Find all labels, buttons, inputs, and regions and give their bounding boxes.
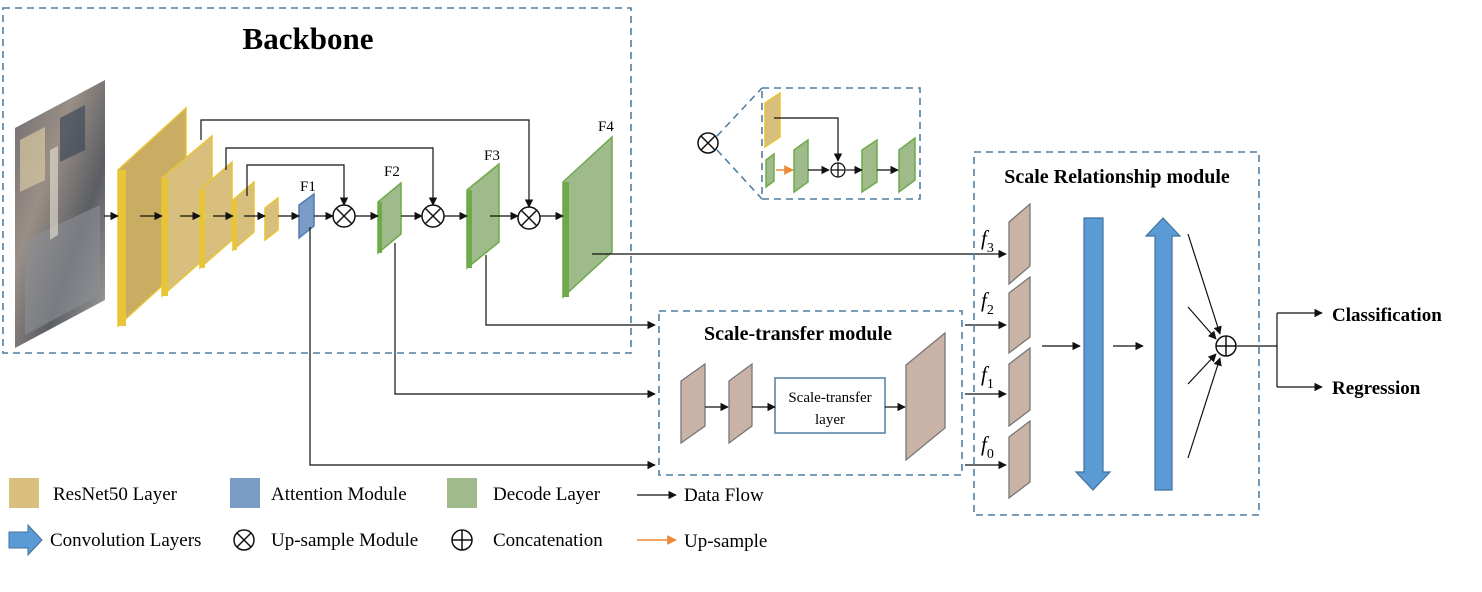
attention-module-f1 [298,192,315,240]
inset-box [761,87,921,200]
regression-output: Regression [1332,378,1421,399]
feature-f0 [1008,419,1031,500]
decode-layer-f4 [562,135,613,299]
legend-concatenation-icon [451,529,473,551]
resnet-layer-5 [264,196,279,242]
scale-transfer-layer-line1: Scale-transfer [788,390,871,406]
concatenation-symbol [1215,335,1237,357]
f1-label: F1 [300,179,316,195]
scale-relationship-title: Scale Relationship module [1004,166,1230,188]
legend-concatenation-label: Concatenation [493,530,603,551]
classification-output: Classification [1332,305,1442,326]
input-image [15,80,105,348]
legend-conv-label: Convolution Layers [50,530,201,551]
feature-f2 [1008,275,1031,355]
feature-f1 [1008,346,1031,428]
f4-label: F4 [598,119,614,135]
scale-transfer-layer-line2: layer [815,412,845,428]
legend: ResNet50 Layer Attention Module Decode L… [8,478,767,557]
feature-label-f3: f3 [981,226,994,256]
legend-attention-swatch [230,478,260,508]
legend-conv-arrow-icon [8,523,43,557]
upsample-module-1 [332,204,356,228]
outputs: Classification Regression [1237,305,1442,399]
backbone-flow-arrows [104,119,564,221]
feature-label-f2: f2 [981,288,994,318]
backbone-module: Backbone [2,7,632,354]
st-feature-1 [680,362,706,445]
feature-label-f0: f0 [981,432,994,462]
decode-layer-f2 [377,181,402,255]
legend-decode-swatch [447,478,477,508]
legend-resnet-swatch [9,478,39,508]
feature-label-f1: f1 [981,362,994,392]
backbone-box [2,7,632,354]
feature-f3 [1008,202,1031,286]
conv-up-arrow [1144,217,1182,491]
legend-attention-label: Attention Module [271,484,407,505]
st-feature-2 [728,362,753,445]
scale-transfer-layer-box [774,377,886,434]
resnet-layer-3 [199,160,233,270]
scale-relationship-module: Scale Relationship module f3 f2 f1 f0 [973,151,1260,516]
legend-upsample-module-label: Up-sample Module [271,530,418,551]
scale-transfer-title: Scale-transfer module [704,323,892,345]
upsample-module-symbol [697,132,719,154]
decode-layer-f3 [466,162,500,270]
f3-label: F3 [484,148,500,164]
legend-data-flow-label: Data Flow [684,485,764,506]
legend-decode-label: Decode Layer [493,484,601,505]
legend-upsample-module-icon [233,529,255,551]
cross-module-arrows [309,227,1007,470]
conv-down-arrow [1074,217,1112,491]
upsample-module-2 [421,204,445,228]
backbone-title: Backbone [243,21,374,56]
scale-transfer-module: Scale-transfer module Scale-transfer lay… [658,310,963,476]
upsample-detail-inset [697,87,921,200]
legend-resnet-label: ResNet50 Layer [53,484,178,505]
st-feature-output [905,331,946,462]
f2-label: F2 [384,164,400,180]
legend-upsample-label: Up-sample [684,531,767,552]
upsample-module-3 [517,206,541,230]
scale-transfer-box [658,310,963,476]
